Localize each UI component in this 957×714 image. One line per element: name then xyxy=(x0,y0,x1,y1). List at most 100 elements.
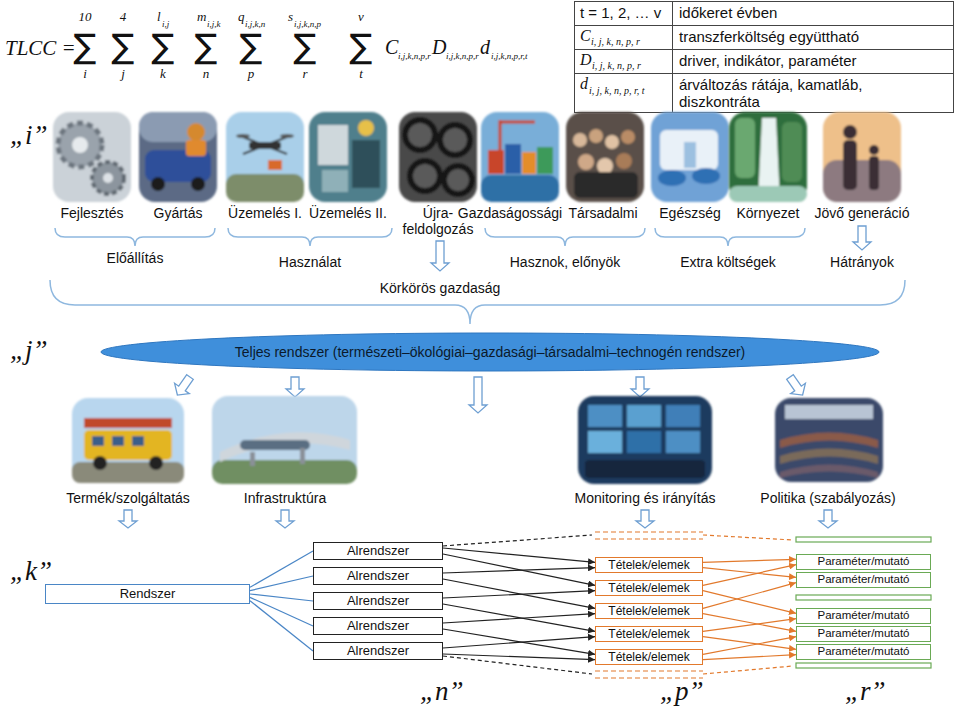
sum-index: t xyxy=(359,67,363,82)
parameter-box: Paraméter/mutató xyxy=(796,644,931,660)
node-text: Paraméter/mutató xyxy=(817,610,909,622)
node-text: Tételek/elemek xyxy=(608,605,689,618)
connector xyxy=(443,637,595,648)
group-label: Extra költségek xyxy=(680,254,776,270)
connector xyxy=(443,568,595,573)
parameter-box: Paraméter/mutató xyxy=(796,572,931,588)
sum-sign: ∑ xyxy=(152,29,175,63)
table-symbol: d xyxy=(580,75,588,93)
parameter-box: Paraméter/mutató xyxy=(796,554,931,570)
node-text: Paraméter/mutató xyxy=(817,628,909,640)
sum-limit: q xyxy=(238,10,245,25)
group-label: Előállítás xyxy=(107,250,164,266)
connector xyxy=(250,576,313,591)
system-box: Rendszer xyxy=(45,584,250,604)
term-index: i,j,k,n,p,r xyxy=(446,51,479,61)
photo xyxy=(651,112,729,202)
photo-caption: Politika (szabályozás) xyxy=(760,490,895,506)
node-text: Alrendszer xyxy=(347,544,409,558)
connector xyxy=(443,614,595,623)
axis-letter: „j” xyxy=(10,335,48,366)
connector xyxy=(250,594,313,601)
limit-index: i,j,k xyxy=(207,19,221,29)
photo-caption: Termék/szolgáltatás xyxy=(66,490,190,506)
connector xyxy=(250,601,313,651)
item-box: Tételek/elemek xyxy=(595,603,703,619)
table-index: i, j, k, n, p, r xyxy=(591,36,640,48)
photo xyxy=(775,398,883,482)
connector xyxy=(703,591,796,614)
sum-sign: ∑ xyxy=(74,29,97,63)
sum-sign: ∑ xyxy=(240,29,263,63)
photo-caption: Társadalmi xyxy=(568,205,637,221)
connector xyxy=(703,655,796,660)
node-text: Paraméter/mutató xyxy=(817,646,909,658)
connector xyxy=(703,637,796,655)
photo-caption: Üzemelés I. xyxy=(228,205,302,221)
connector xyxy=(703,583,796,609)
photo xyxy=(226,112,304,202)
node-text: Tételek/elemek xyxy=(608,582,689,595)
photo-caption: Egészség xyxy=(659,205,720,221)
sum-sign: ∑ xyxy=(112,29,135,63)
table-cell: t = 1, 2, … v xyxy=(580,5,661,22)
connector xyxy=(703,637,796,650)
sum-index: r xyxy=(302,67,307,82)
node-text: Teljes rendszer (természeti–ökológiai–ga… xyxy=(235,344,746,360)
connector xyxy=(703,568,796,578)
table-index: i, j, k, n, p, r xyxy=(592,60,641,72)
node-text: Tételek/elemek xyxy=(608,628,689,641)
sum-sign: ∑ xyxy=(350,29,373,63)
item-box: Tételek/elemek xyxy=(595,580,703,596)
sum-sign: ∑ xyxy=(294,29,317,63)
connector xyxy=(250,551,313,587)
node-text: Alrendszer xyxy=(347,644,409,658)
photo-caption: Gazdaságossági xyxy=(458,205,562,221)
connector xyxy=(443,604,595,631)
group-label: Hátrányok xyxy=(830,254,894,270)
limit-index: i,j xyxy=(162,19,169,29)
group-label: Körkörös gazdaság xyxy=(380,280,501,296)
axis-letter: „p” xyxy=(660,676,704,707)
sum-limit: s xyxy=(288,10,293,25)
photo xyxy=(212,396,357,484)
connector xyxy=(703,565,796,586)
photo xyxy=(72,398,184,483)
item-box: Tételek/elemek xyxy=(595,626,703,642)
node-text: Tételek/elemek xyxy=(608,651,689,664)
photo xyxy=(729,112,807,202)
subsystem-box: Alrendszer xyxy=(313,642,443,660)
connector xyxy=(443,629,595,654)
connector xyxy=(443,579,595,608)
connector xyxy=(443,654,595,660)
hollow-arrow xyxy=(119,226,871,528)
photo-caption: Jövő generáció xyxy=(815,205,910,221)
item-box: Tételek/elemek xyxy=(595,557,703,573)
node-text: Tételek/elemek xyxy=(608,559,689,572)
sum-limit: l xyxy=(157,10,161,25)
subsystem-box: Alrendszer xyxy=(313,617,443,635)
sum-limit: m xyxy=(197,10,206,25)
table-symbol: D xyxy=(580,51,592,69)
sum-index: i xyxy=(83,67,87,82)
sum-sign: ∑ xyxy=(195,29,218,63)
photo-caption: Monitoring és irányítás xyxy=(575,490,716,506)
table-index: i, j, k, n, p, r, t xyxy=(589,85,645,97)
formula-term: C xyxy=(385,36,398,59)
sum-limit: v xyxy=(358,10,364,25)
axis-letter: „n” xyxy=(420,676,464,707)
node-text: Paraméter/mutató xyxy=(817,574,909,586)
photo-caption: Üzemelés II. xyxy=(309,205,387,221)
limit-index: i,j,k,n,p xyxy=(294,19,321,29)
table-cell: árváltozás rátája, kamatláb, diszkontrát… xyxy=(679,77,947,111)
axis-letter: „k” xyxy=(10,556,52,587)
node-text: Alrendszer xyxy=(347,594,409,608)
table-cell: transzferköltség együttható xyxy=(679,29,859,46)
node-text: Rendszer xyxy=(120,587,176,601)
table-symbol: C xyxy=(580,27,591,45)
table-cell: időkeret évben xyxy=(679,5,777,22)
limit-index: i,j,k,n xyxy=(245,19,265,29)
dashed-line xyxy=(443,532,793,678)
ellipse-outline xyxy=(101,333,879,371)
